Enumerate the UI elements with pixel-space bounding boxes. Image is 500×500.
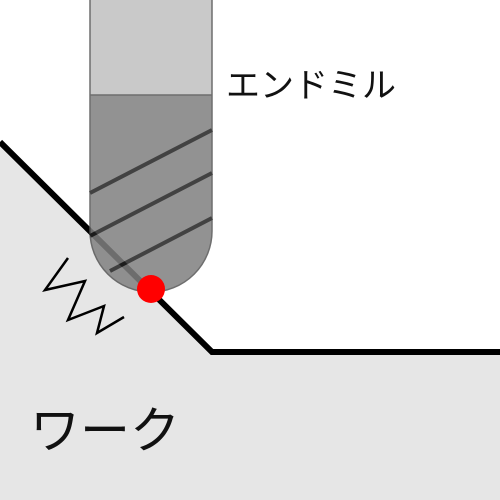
contact-point-icon (137, 275, 165, 303)
end-mill-helix-lines (89, 128, 213, 273)
vibration-zigzag-icon (42, 257, 125, 336)
end-mill-shank (90, 0, 212, 95)
tool-label: エンドミル (226, 66, 396, 106)
workpiece-body (0, 142, 500, 500)
end-mill-tool (89, 0, 213, 293)
workpiece-label: ワーク (30, 402, 180, 460)
helix-line (89, 171, 213, 238)
end-mill-flute-section (90, 95, 212, 292)
workpiece-outline (0, 139, 500, 355)
helix-line (109, 216, 213, 273)
helix-line (89, 128, 213, 195)
